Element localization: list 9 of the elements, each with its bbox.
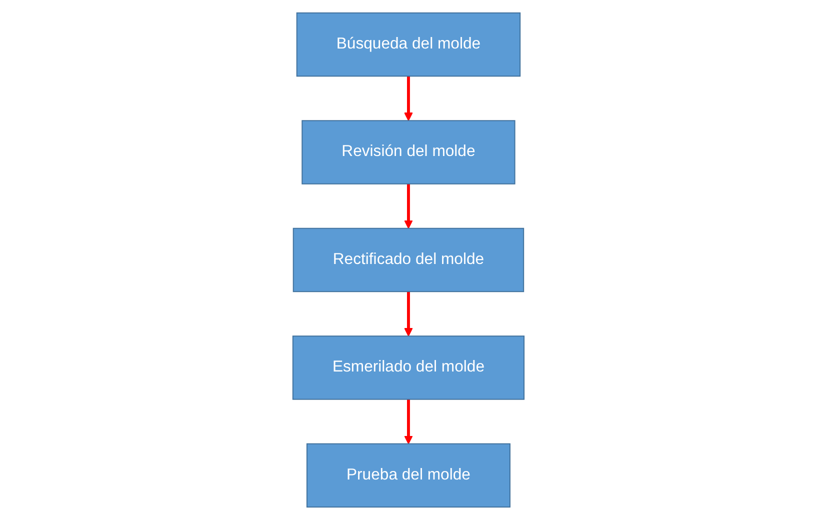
node-box: Rectificado del molde: [292, 228, 524, 292]
node-box: Esmerilado del molde: [292, 336, 524, 400]
arrow: [404, 399, 412, 444]
node-box: Búsqueda del molde: [296, 12, 520, 77]
node-box: Revisión del molde: [301, 120, 515, 184]
node-box: Prueba del molde: [306, 443, 510, 508]
arrow: [404, 184, 412, 229]
arrow: [404, 292, 412, 336]
arrow: [404, 76, 412, 122]
